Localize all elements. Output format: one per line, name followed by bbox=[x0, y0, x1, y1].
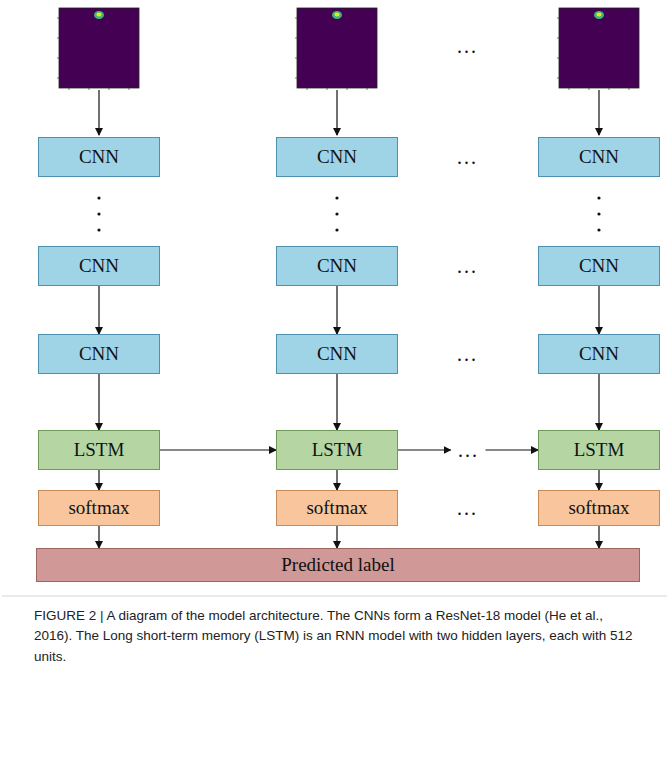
box-label: softmax bbox=[68, 497, 129, 519]
output-bar: Predicted label bbox=[36, 548, 640, 582]
connector-segment bbox=[598, 470, 599, 490]
ellipsis: ... bbox=[454, 344, 481, 364]
connector bbox=[599, 374, 600, 430]
lstm-box: LSTM bbox=[538, 430, 660, 470]
connector bbox=[99, 374, 100, 430]
connector-segment bbox=[98, 286, 99, 334]
cnn-box: CNN bbox=[538, 246, 660, 286]
connector-segment bbox=[486, 449, 539, 450]
connector-segment bbox=[598, 286, 599, 334]
connector bbox=[599, 286, 600, 334]
box-label: CNN bbox=[317, 146, 357, 168]
connector-segment bbox=[598, 526, 599, 548]
figure-caption: FIGURE 2 | A diagram of the model archit… bbox=[34, 606, 638, 667]
box-label: CNN bbox=[579, 146, 619, 168]
connector-segment bbox=[336, 526, 337, 548]
connector bbox=[99, 286, 100, 334]
connector-segment bbox=[398, 449, 451, 450]
softmax-box: softmax bbox=[538, 490, 660, 526]
input-frame bbox=[557, 8, 639, 90]
ellipsis: ... bbox=[454, 256, 481, 276]
box-label: LSTM bbox=[574, 439, 625, 461]
cnn-box: CNN bbox=[276, 334, 398, 374]
connector bbox=[599, 526, 600, 548]
connector bbox=[337, 286, 338, 334]
connector-segment bbox=[336, 374, 337, 430]
caption-rule bbox=[2, 596, 667, 597]
connector-segment bbox=[336, 470, 337, 490]
connector-segment bbox=[160, 449, 276, 450]
cnn-box: CNN bbox=[38, 137, 160, 177]
box-label: CNN bbox=[79, 255, 119, 277]
connector bbox=[337, 374, 338, 430]
box-label: softmax bbox=[568, 497, 629, 519]
cnn-box: CNN bbox=[38, 246, 160, 286]
box-label: CNN bbox=[79, 146, 119, 168]
box-label: Predicted label bbox=[281, 554, 394, 576]
box-label: softmax bbox=[306, 497, 367, 519]
ellipsis: ... bbox=[454, 147, 481, 167]
connector-segment bbox=[336, 286, 337, 334]
connector bbox=[99, 526, 100, 548]
box-label: CNN bbox=[79, 343, 119, 365]
connector bbox=[99, 470, 100, 490]
connector bbox=[599, 470, 600, 490]
lstm-box: LSTM bbox=[38, 430, 160, 470]
box-label: CNN bbox=[317, 343, 357, 365]
connector-segment bbox=[98, 374, 99, 430]
box-label: LSTM bbox=[74, 439, 125, 461]
cnn-box: CNN bbox=[538, 334, 660, 374]
cnn-box: CNN bbox=[276, 137, 398, 177]
input-frame bbox=[295, 8, 377, 90]
ellipsis: ... bbox=[454, 36, 481, 56]
edge-label: ... bbox=[455, 440, 482, 460]
ellipsis: ... bbox=[454, 498, 481, 518]
box-label: LSTM bbox=[312, 439, 363, 461]
cnn-box: CNN bbox=[38, 334, 160, 374]
box-label: CNN bbox=[579, 343, 619, 365]
lstm-box: LSTM bbox=[276, 430, 398, 470]
softmax-box: softmax bbox=[38, 490, 160, 526]
cnn-box: CNN bbox=[538, 137, 660, 177]
connector bbox=[337, 526, 338, 548]
softmax-box: softmax bbox=[276, 490, 398, 526]
cnn-box: CNN bbox=[276, 246, 398, 286]
connector bbox=[160, 450, 276, 451]
connector-segment bbox=[98, 526, 99, 548]
connector-segment bbox=[98, 470, 99, 490]
connector bbox=[337, 470, 338, 490]
connector-segment bbox=[598, 374, 599, 430]
box-label: CNN bbox=[317, 255, 357, 277]
box-label: CNN bbox=[579, 255, 619, 277]
vertical-ellipsis bbox=[97, 196, 600, 231]
input-arrows bbox=[99, 90, 599, 135]
input-frame bbox=[57, 8, 139, 90]
